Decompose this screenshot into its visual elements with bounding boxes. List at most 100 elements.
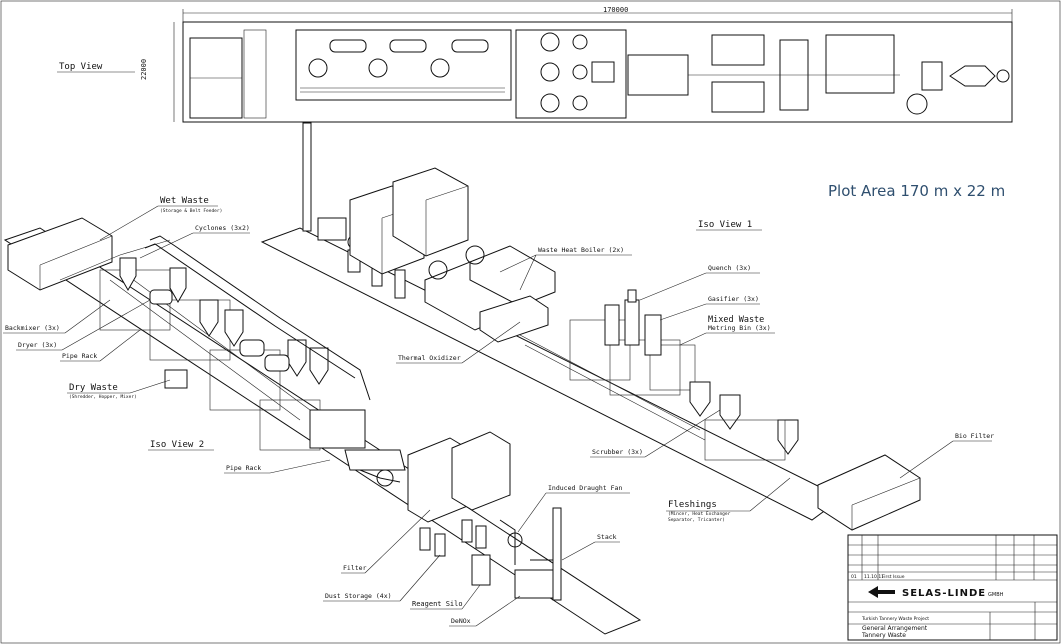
stack-shape [552,507,562,601]
label-fleshings-sub2: Separator, Tricanter) [668,517,725,523]
dryer-2 [239,339,265,357]
cyclone-3 [199,299,219,337]
leader-scrubber [644,409,721,458]
leader-whb [499,254,537,273]
labels: Iso View 1 Iso View 2 Waste Heat Boiler … [3,196,994,627]
tb-project: Turkish Tannery Waste Project [861,616,929,622]
label-stack: Stack [597,533,617,541]
tb-company: SELAS-LINDE [902,588,986,599]
iso1-rack-2 [524,344,706,441]
top-view-title: Top View [59,62,103,72]
boiler-2-plan [711,81,765,113]
iso1-frame-a [569,319,631,381]
scrubber-1 [689,381,711,417]
dust-silo-2 [434,533,446,557]
silo-plan [906,93,928,115]
iso2-thermal-unit [309,409,366,449]
iso2-title: Iso View 2 [150,440,204,450]
induced-fan-shape [507,532,523,548]
tb-issue: First Issue [882,574,905,580]
label-quench: Quench (3x) [708,264,751,272]
boiler-1-plan [711,34,765,66]
tb-date: 11.10.11 [864,574,884,580]
iso1-denox [317,217,347,241]
iso1-thermal-oxidizer [479,295,549,343]
leader-cyc [139,232,194,259]
stack-plan [996,69,1010,83]
dryer-3 [264,354,290,372]
iso1-gasifier-structure [519,289,706,441]
iso1-boiler-2 [469,245,556,307]
filter-2-roof [425,185,469,201]
label-fleshings: Fleshings [668,500,717,510]
gasifier-col-1 [604,304,620,346]
label-dryer: Dryer (3x) [18,341,57,349]
filter-duct [359,469,401,483]
iso1-rack-1 [519,334,701,431]
wet-waste-building [7,217,113,291]
top-view: 170000 22000 Top View [57,6,1013,123]
dryer-trains-plan [295,29,512,101]
label-wet-waste: Wet Waste [160,196,209,206]
dry-waste-hopper [164,369,188,389]
dust-silo-3 [461,519,473,543]
leader-to [461,321,521,364]
iso2-ducting-2 [144,243,356,379]
gasifier-col-3 [644,314,662,356]
iso1-dust-silo-2 [394,269,406,299]
denox-shape [514,569,554,599]
leader-stack [561,541,596,561]
dryer-cyclone-3 [430,58,450,78]
label-induced-fan: Induced Draught Fan [548,484,622,492]
dust-silo-4 [475,525,487,549]
leader-dw [129,379,171,394]
dust-silo-1 [419,527,431,551]
boiler-plan [627,34,900,113]
cyclone-1 [119,257,137,292]
thermal-oxidizer-plan [627,54,689,96]
label-filter: Filter [343,564,367,572]
cyclone-5 [287,339,307,377]
label-reagent-silo: Reagent Silo [412,600,463,608]
leader-prb [269,459,331,474]
leader-mixed [679,332,707,346]
label-backmixer: Backmixer (3x) [5,324,60,332]
iso1-title: Iso View 1 [698,220,752,230]
leader-dust [399,554,441,602]
label-dust-storage: Dust Storage (4x) [325,592,392,600]
fleshings-unit [704,419,786,461]
label-gasifier: Gasifier (3x) [708,295,759,303]
quench-col [627,289,637,303]
gasifier-plan [515,29,627,119]
cyclone-2 [169,267,187,304]
length-dimension: 170000 [603,6,628,14]
label-fleshings-sub1: (Mincer, Heat Exchanger [668,511,731,517]
iso1-filter-2 [392,167,469,257]
building-roof [39,235,113,266]
cyclone-4 [224,309,244,347]
gasifier-2 [540,62,560,82]
leader-fleshings [749,477,791,512]
title-block-frame [847,534,1058,641]
bio-filter-roof [851,477,921,506]
leader-filter [364,509,431,574]
leader-denox [475,595,521,627]
tb-rev: 01 [851,574,857,580]
iso2-platform [3,227,642,635]
title-block: 01 11.10.11 First Issue SELAS-LINDE GMBH… [847,534,1058,641]
label-scrubber: Scrubber (3x) [592,448,643,456]
scrubber-2 [719,394,741,430]
top-view-frame [182,21,1013,123]
label-pipe-rack-b: Pipe Rack [226,464,261,472]
leader-quench [639,272,707,301]
label-mixed-waste: Mixed Waste [708,315,764,325]
bio-filter-plan [825,34,895,94]
leader-gasifier [659,303,707,321]
boiler-elbow-2 [465,245,485,265]
leader-bio [899,440,954,479]
dryer-cyclone-1 [308,58,328,78]
rack-line-2 [119,269,311,411]
leader-wet [99,205,159,241]
